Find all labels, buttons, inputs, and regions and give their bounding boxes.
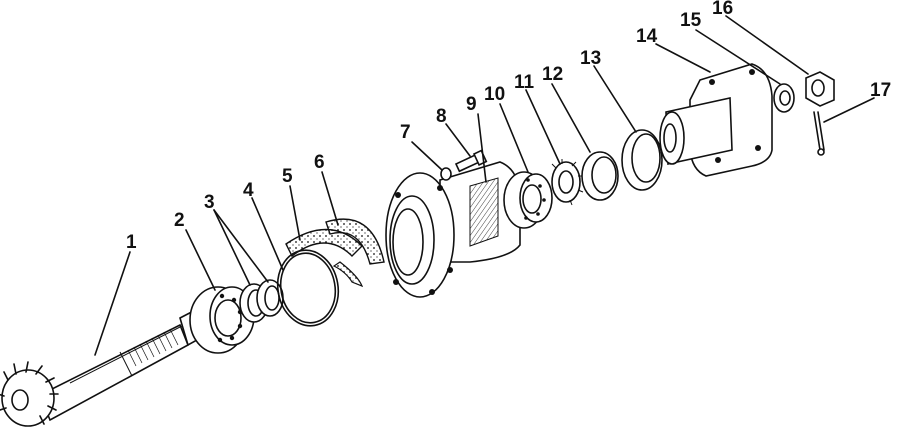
label-8: 8 bbox=[436, 106, 447, 127]
part-shims-5-6 bbox=[285, 218, 385, 288]
part-cup-13 bbox=[621, 129, 663, 191]
label-3: 3 bbox=[204, 192, 215, 213]
part-nut-16 bbox=[805, 71, 835, 107]
label-15: 15 bbox=[680, 10, 702, 31]
part-flange-14 bbox=[659, 63, 773, 177]
label-4: 4 bbox=[243, 180, 254, 201]
label-11: 11 bbox=[514, 72, 535, 93]
part-seal-12 bbox=[581, 151, 619, 201]
part-housing-9 bbox=[385, 161, 521, 298]
label-7: 7 bbox=[400, 122, 411, 143]
label-12: 12 bbox=[542, 64, 563, 85]
label-9: 9 bbox=[466, 94, 477, 115]
part-bearing-10 bbox=[503, 171, 553, 229]
label-2: 2 bbox=[174, 210, 185, 231]
part-bearing-2 bbox=[189, 286, 255, 354]
part-snap-ring-4 bbox=[276, 249, 340, 327]
label-13: 13 bbox=[580, 48, 601, 69]
part-spline-collar-11 bbox=[551, 159, 584, 206]
label-1: 1 bbox=[126, 232, 137, 253]
label-5: 5 bbox=[282, 166, 293, 187]
label-10: 10 bbox=[484, 84, 505, 105]
part-washer-15 bbox=[773, 83, 795, 113]
labels: 1 2 3 4 5 6 7 8 9 10 11 12 13 14 15 16 1… bbox=[126, 0, 891, 253]
label-6: 6 bbox=[314, 152, 325, 173]
part-cotter-pin-17 bbox=[813, 111, 825, 156]
part-pinion-shaft bbox=[0, 303, 217, 427]
leader-lines bbox=[94, 15, 875, 356]
label-16: 16 bbox=[712, 0, 733, 19]
label-14: 14 bbox=[636, 26, 658, 47]
label-17: 17 bbox=[870, 80, 891, 101]
part-rings-3 bbox=[239, 279, 284, 323]
